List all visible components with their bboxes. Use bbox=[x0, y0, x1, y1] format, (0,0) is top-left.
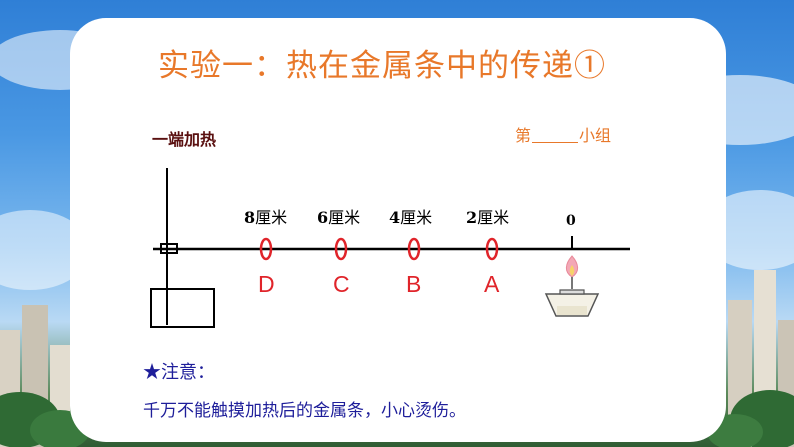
slide-title: 实验一：热在金属条中的传递① bbox=[158, 48, 606, 84]
point-label-d: D bbox=[258, 271, 275, 297]
distance-label-b: 4厘米 bbox=[389, 208, 433, 227]
point-label-b: B bbox=[406, 271, 422, 297]
group-suffix: 小组 bbox=[579, 126, 612, 145]
origin-label: 0 bbox=[566, 213, 576, 229]
note-text: 千万不能触摸加热后的金属条，小心烫伤。 bbox=[143, 401, 466, 421]
distance-label-a: 2厘米 bbox=[466, 208, 510, 227]
slide-card bbox=[70, 18, 726, 442]
distance-label-c: 6厘米 bbox=[317, 208, 361, 227]
wax-marker-b bbox=[407, 237, 421, 261]
distance-label-d: 8厘米 bbox=[244, 208, 288, 227]
point-label-a: A bbox=[484, 271, 500, 297]
point-label-c: C bbox=[333, 271, 350, 297]
group-blank bbox=[532, 128, 579, 143]
wax-marker-c bbox=[334, 237, 348, 261]
stand-base bbox=[150, 288, 215, 328]
wax-marker-d bbox=[259, 237, 273, 261]
note-title: ★注意： bbox=[143, 362, 215, 383]
wax-marker-a bbox=[485, 237, 499, 261]
group-prefix: 第 bbox=[515, 126, 532, 145]
slide-subtitle: 一端加热 bbox=[152, 130, 217, 149]
group-label: 第 小组 bbox=[515, 122, 611, 146]
